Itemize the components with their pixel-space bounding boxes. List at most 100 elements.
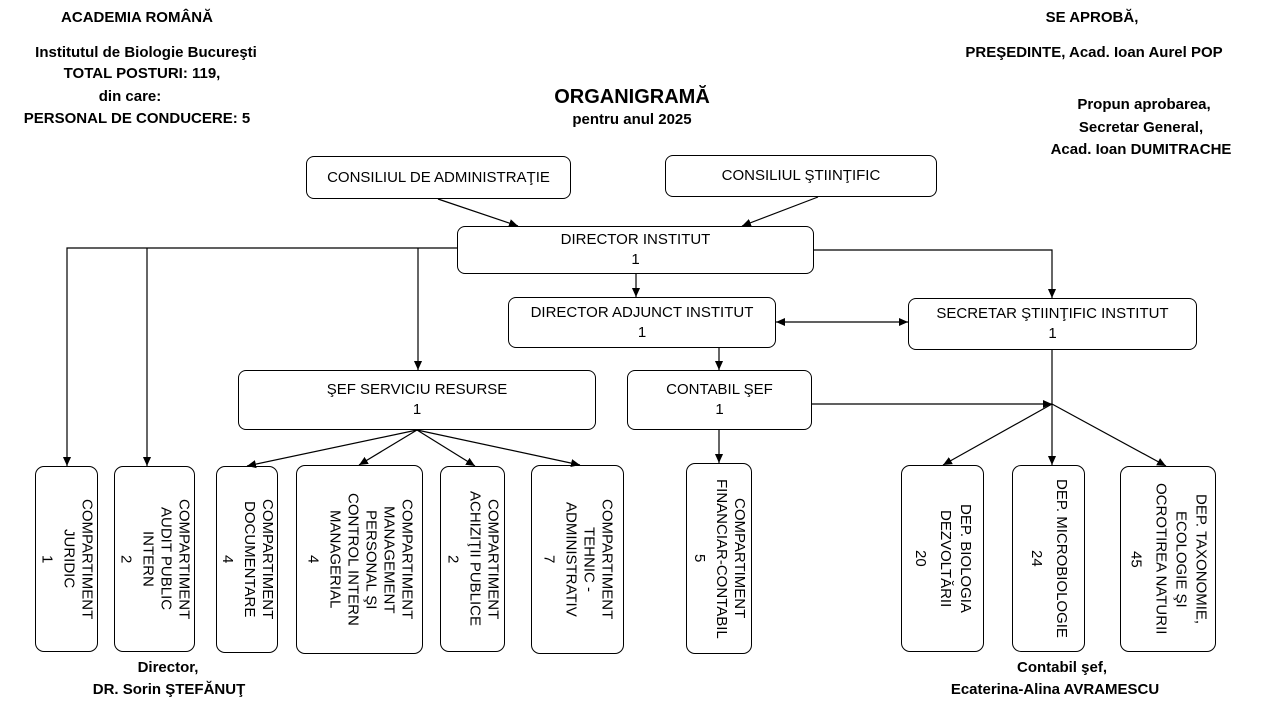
connector-scientific-council-to-director [741,196,819,227]
connector-resources-to-procurement [416,429,476,467]
unit-public-procurement-box: COMPARTIMENT ACHIZIŢII PUBLICE 2 [440,466,505,652]
unit-internal-audit-box: COMPARTIMENT AUDIT PUBLIC INTERN 2 [114,466,195,652]
of-which-label: din care: [98,88,162,105]
scientific-secretary-box: SECRETAR ŞTIINŢIFIC INSTITUT 1 [908,298,1197,350]
unit-label-line: PERSONAL ŞI [362,509,380,610]
unit-text: DEP. MICROBIOLOGIE 24 [1026,479,1071,638]
resources-head-box: ŞEF SERVICIU RESURSE 1 [238,370,596,430]
unit-label-line: COMPARTIMENT [259,499,276,620]
box-post-count: 1 [715,401,724,418]
unit-post-count: 24 [1028,550,1045,567]
box-post-count: 1 [1048,325,1057,342]
unit-label-line: MANAGEMENT [380,505,398,614]
connector-director-to-legal [62,247,457,466]
unit-label-line: COMPARTIMENT [398,499,416,620]
unit-label-line: FINANCIAR-CONTABIL [713,478,730,639]
deputy-director-box: DIRECTOR ADJUNCT INSTITUT 1 [508,297,776,348]
total-posts: TOTAL POSTURI: 119, [63,65,221,82]
management-posts: PERSONAL DE CONDUCERE: 5 [23,110,251,127]
chief-accountant-box: CONTABIL ŞEF 1 [627,370,812,430]
connector-admin-council-to-director [437,198,519,227]
unit-text: COMPARTIMENT JURIDIC 1 [38,499,96,619]
connector-resources-to-technical [416,429,581,468]
unit-legal-box: COMPARTIMENT JURIDIC 1 [35,466,98,652]
unit-label-line: ADMINISTRATIV [562,502,580,617]
unit-post-count: 20 [912,550,929,567]
unit-post-count: 4 [219,555,236,564]
unit-label-line: ECOLOGIE ŞI [1172,510,1190,608]
unit-label-line: JURIDIC [60,529,78,589]
secretary-role: Secretar General, [1078,119,1204,136]
unit-label-line: DOCUMENTARE [241,501,258,618]
unit-text: COMPARTIMENT ACHIZIŢII PUBLICE 2 [444,491,502,626]
unit-text: COMPARTIMENT AUDIT PUBLIC INTERN 2 [117,499,193,619]
dept-developmental-biology-box: DEP. BIOLOGIA DEZVOLTĂRII 20 [901,465,984,652]
accountant-signature-role: Contabil şef, [1016,659,1107,676]
secretary-name: Acad. Ioan DUMITRACHE [1050,141,1232,158]
unit-label-line: TEHNIC - [580,527,598,592]
unit-post-count: 2 [444,554,462,564]
connector-director-to-secretary [814,249,1057,298]
connector-resources-to-management [358,429,418,466]
box-label: DIRECTOR INSTITUT [560,231,711,248]
unit-label-line: ACHIZIŢII PUBLICE [466,491,484,627]
connector-to-taxonomy [1051,403,1167,467]
unit-label-line: DEP. MICROBIOLOGIE [1053,479,1070,638]
unit-post-count: 2 [117,554,135,564]
box-post-count: 1 [631,251,640,268]
institute-name: Institutul de Biologie Bucureşti [35,44,257,61]
director-signature-name: DR. Sorin ŞTEFĂNUŢ [92,681,246,698]
unit-personnel-management-box: COMPARTIMENT MANAGEMENT PERSONAL ŞI CONT… [296,465,423,654]
dept-microbiology-box: DEP. MICROBIOLOGIE 24 [1012,465,1085,652]
unit-post-count: 45 [1127,550,1145,568]
approval-label: SE APROBĂ, [1045,9,1139,26]
proposal-label: Propun aprobarea, [1077,96,1211,113]
unit-post-count: 5 [691,554,708,563]
unit-label-line: DEP. BIOLOGIA [957,504,974,613]
president-signatory: PREŞEDINTE, Acad. Ioan Aurel POP [965,44,1223,61]
accountant-signature-name: Ecaterina-Alina AVRAMESCU [950,681,1160,698]
unit-post-count: 1 [38,554,56,564]
box-label: ŞEF SERVICIU RESURSE [326,381,508,398]
box-label: CONTABIL ŞEF [666,381,773,398]
unit-label-line: COMPARTIMENT [484,498,502,620]
page-title: ORGANIGRAMĂ [554,86,710,108]
box-label: CONSILIUL DE ADMINISTRAŢIE [327,168,550,186]
unit-post-count: 7 [540,555,558,564]
administration-council-box: CONSILIUL DE ADMINISTRAŢIE [306,156,571,199]
unit-label-line: MANAGERIAL [326,510,344,609]
director-signature-role: Director, [137,659,199,676]
unit-text: COMPARTIMENT DOCUMENTARE 4 [218,499,276,619]
academy-name: ACADEMIA ROMÂNĂ [61,9,213,26]
box-post-count: 1 [637,323,647,341]
unit-label-line: OCROTIREA NATURII [1152,483,1170,635]
unit-financial-accounting-box: COMPARTIMENT FINANCIAR-CONTABIL 5 [686,463,752,654]
unit-text: DEP. BIOLOGIA DEZVOLTĂRII 20 [910,504,975,613]
unit-label-line: COMPARTIMENT [78,498,96,620]
unit-label-line: COMPARTIMENT [731,498,748,619]
unit-technical-admin-box: COMPARTIMENT TEHNIC - ADMINISTRATIV 7 [531,465,624,654]
box-label: DIRECTOR ADJUNCT INSTITUT [530,303,754,321]
unit-documentation-box: COMPARTIMENT DOCUMENTARE 4 [216,466,278,653]
scientific-council-box: CONSILIUL ŞTIINŢIFIC [665,155,937,197]
connector-to-developmental-biology [942,403,1053,466]
unit-text: DEP. TAXONOMIE, ECOLOGIE ŞI OCROTIREA NA… [1126,483,1211,634]
box-label: CONSILIUL ŞTIINŢIFIC [721,167,881,184]
unit-post-count: 4 [304,555,322,564]
connector-resources-to-documentation [246,429,418,469]
unit-label-line: CONTROL INTERN [344,493,362,626]
unit-label-line: DEP. TAXONOMIE, [1192,493,1210,625]
box-label: SECRETAR ŞTIINŢIFIC INSTITUT [936,305,1169,322]
page-subtitle: pentru anul 2025 [572,111,692,128]
unit-label-line: AUDIT PUBLIC [157,507,175,611]
box-post-count: 1 [412,401,422,418]
unit-text: COMPARTIMENT TEHNIC - ADMINISTRATIV 7 [540,499,616,619]
director-box: DIRECTOR INSTITUT 1 [457,226,814,274]
unit-text: COMPARTIMENT FINANCIAR-CONTABIL 5 [690,479,748,639]
unit-label-line: COMPARTIMENT [175,498,193,620]
unit-text: COMPARTIMENT MANAGEMENT PERSONAL ŞI CONT… [304,493,416,626]
unit-label-line: COMPARTIMENT [598,499,616,620]
unit-label-line: DEZVOLTĂRII [937,509,954,608]
unit-label-line: INTERN [139,531,157,587]
dept-taxonomy-ecology-box: DEP. TAXONOMIE, ECOLOGIE ŞI OCROTIREA NA… [1120,466,1216,652]
